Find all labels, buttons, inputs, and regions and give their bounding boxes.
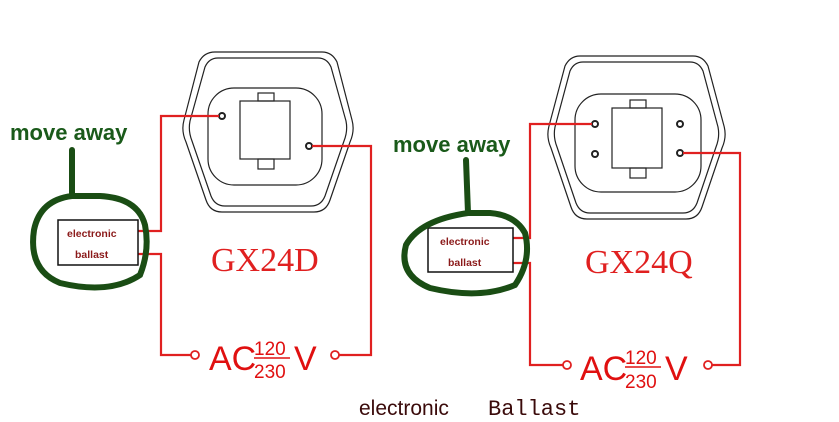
supply-label-left: AC 120 230 V — [209, 339, 317, 383]
ballast-label-line2-right: ballast — [448, 257, 482, 269]
caption-word2: Ballast — [488, 397, 580, 422]
wiring-right — [513, 122, 742, 370]
lamp-gx24d — [182, 51, 354, 213]
ballast-label-line1-right: electronic — [440, 236, 490, 248]
supply-denominator: 230 — [254, 362, 286, 383]
supply-label-right: AC 120 230 V — [580, 348, 688, 393]
supply-unit: V — [294, 340, 317, 378]
wiring-left — [138, 114, 373, 360]
annotation-move-away-right: move away — [393, 132, 511, 157]
caption-word1: electronic — [359, 397, 449, 420]
supply-prefix: AC — [580, 350, 627, 388]
supply-numerator: 120 — [625, 348, 657, 369]
ballast-label-line1: electronic — [67, 228, 117, 240]
ballast-label-line2: ballast — [75, 249, 109, 261]
supply-denominator: 230 — [625, 372, 657, 393]
ballast-box-left — [57, 219, 139, 266]
supply-unit: V — [665, 350, 688, 388]
lamp-gx24q — [547, 55, 726, 220]
annotation-circle-left — [30, 147, 150, 291]
supply-numerator: 120 — [254, 339, 286, 360]
lamp-model-gx24q: GX24Q — [585, 244, 693, 281]
annotation-move-away-left: move away — [10, 120, 128, 145]
lamp-model-gx24d: GX24D — [211, 242, 319, 279]
ballast-box-right — [427, 227, 514, 273]
supply-prefix: AC — [209, 340, 256, 378]
annotation-circle-right — [401, 157, 530, 297]
